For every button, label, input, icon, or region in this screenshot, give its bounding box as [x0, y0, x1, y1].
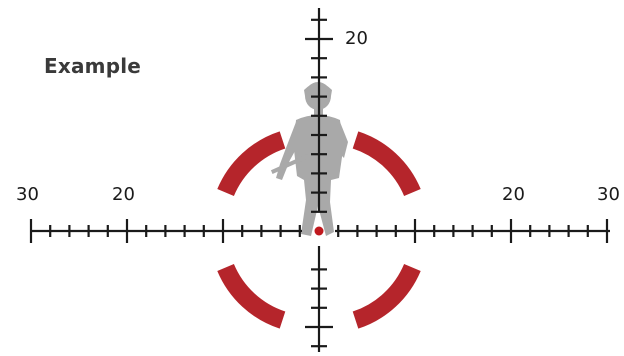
label-top-20: 20	[345, 28, 368, 49]
label-left-20: 20	[112, 184, 135, 205]
ring-arc-top-left	[226, 140, 283, 193]
label-right-20: 20	[502, 184, 525, 205]
label-right-30: 30	[597, 184, 620, 205]
ring-arc-bottom-right	[356, 268, 413, 321]
ring-arc-bottom-left	[226, 268, 283, 321]
label-left-30: 30	[16, 184, 39, 205]
center-dot	[315, 227, 324, 236]
soldier-silhouette-icon	[271, 82, 348, 236]
ring-arc-top-right	[356, 140, 413, 193]
reticle-lines	[30, 8, 610, 352]
